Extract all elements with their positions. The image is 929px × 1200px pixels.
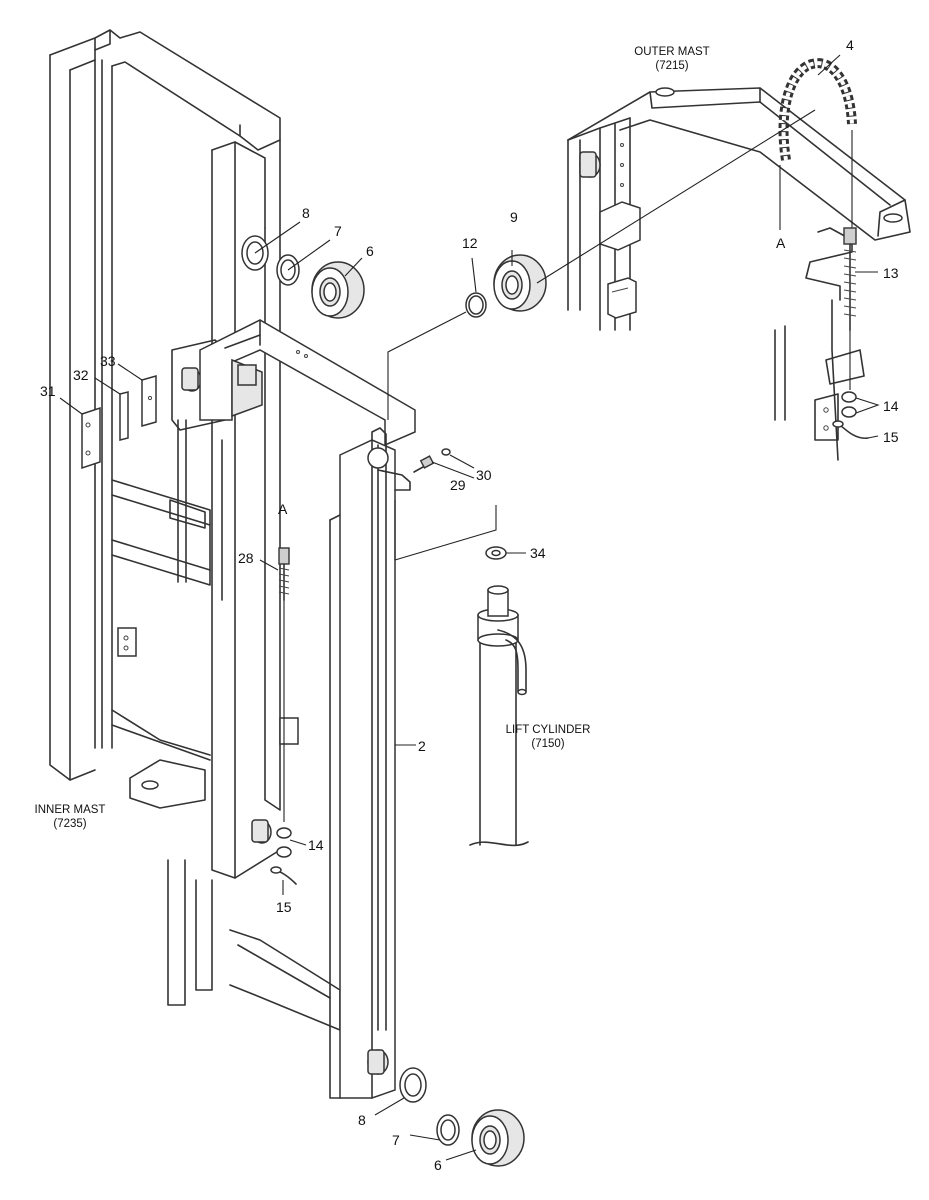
- outer-mast-frame: [567, 87, 911, 461]
- part-2-channel: [329, 427, 411, 1099]
- callout-32: 32: [73, 367, 89, 383]
- callout-30: 30: [476, 467, 492, 483]
- outer-mast-code: (7215): [655, 60, 688, 72]
- callout-8-top: 8: [302, 205, 310, 221]
- crosshead: [199, 319, 416, 447]
- leader-lines: [59, 54, 880, 1161]
- callout-14-left: 14: [308, 837, 324, 853]
- callout-7-bottom: 7: [392, 1132, 400, 1148]
- inner-mast-code: (7235): [53, 818, 86, 830]
- outer-mast-label: OUTER MAST: [634, 46, 709, 58]
- callout-13: 13: [883, 265, 899, 281]
- callout-12: 12: [462, 235, 478, 251]
- callout-29: 29: [450, 477, 466, 493]
- callout-15-right: 15: [883, 429, 899, 445]
- ref-a-left: A: [278, 501, 288, 517]
- assembly-captions: OUTER MAST (7215) INNER MAST (7235) LIFT…: [35, 46, 710, 830]
- callout-31: 31: [40, 383, 56, 399]
- callout-6-top: 6: [366, 243, 374, 259]
- bearings-top: [241, 235, 547, 319]
- callout-7-top: 7: [334, 223, 342, 239]
- bearings-bottom: [399, 1067, 525, 1167]
- inner-mast-label: INNER MAST: [35, 804, 106, 816]
- lift-cylinder-code: (7150): [531, 738, 564, 750]
- lift-cylinder-label: LIFT CYLINDER: [506, 724, 591, 736]
- callout-8-bottom: 8: [358, 1112, 366, 1128]
- hardware-small: [81, 375, 451, 885]
- lift-cylinder-drawing: [469, 546, 529, 847]
- part-callouts: 4 8 7 6 12 9 A 13 14 15 31 32 33 30 29 A…: [40, 37, 899, 1173]
- callout-6-bottom: 6: [434, 1157, 442, 1173]
- callout-4: 4: [846, 37, 854, 53]
- callout-15-left: 15: [276, 899, 292, 915]
- chain-anchor-bolt: [832, 227, 869, 440]
- ref-a-top: A: [776, 235, 786, 251]
- callout-28: 28: [238, 550, 254, 566]
- callout-34: 34: [530, 545, 546, 561]
- callout-33: 33: [100, 353, 116, 369]
- callout-2: 2: [418, 738, 426, 754]
- callout-14-right: 14: [883, 398, 899, 414]
- callout-9: 9: [510, 209, 518, 225]
- lift-chain: [778, 58, 857, 232]
- inner-mast-frame: [49, 29, 341, 1031]
